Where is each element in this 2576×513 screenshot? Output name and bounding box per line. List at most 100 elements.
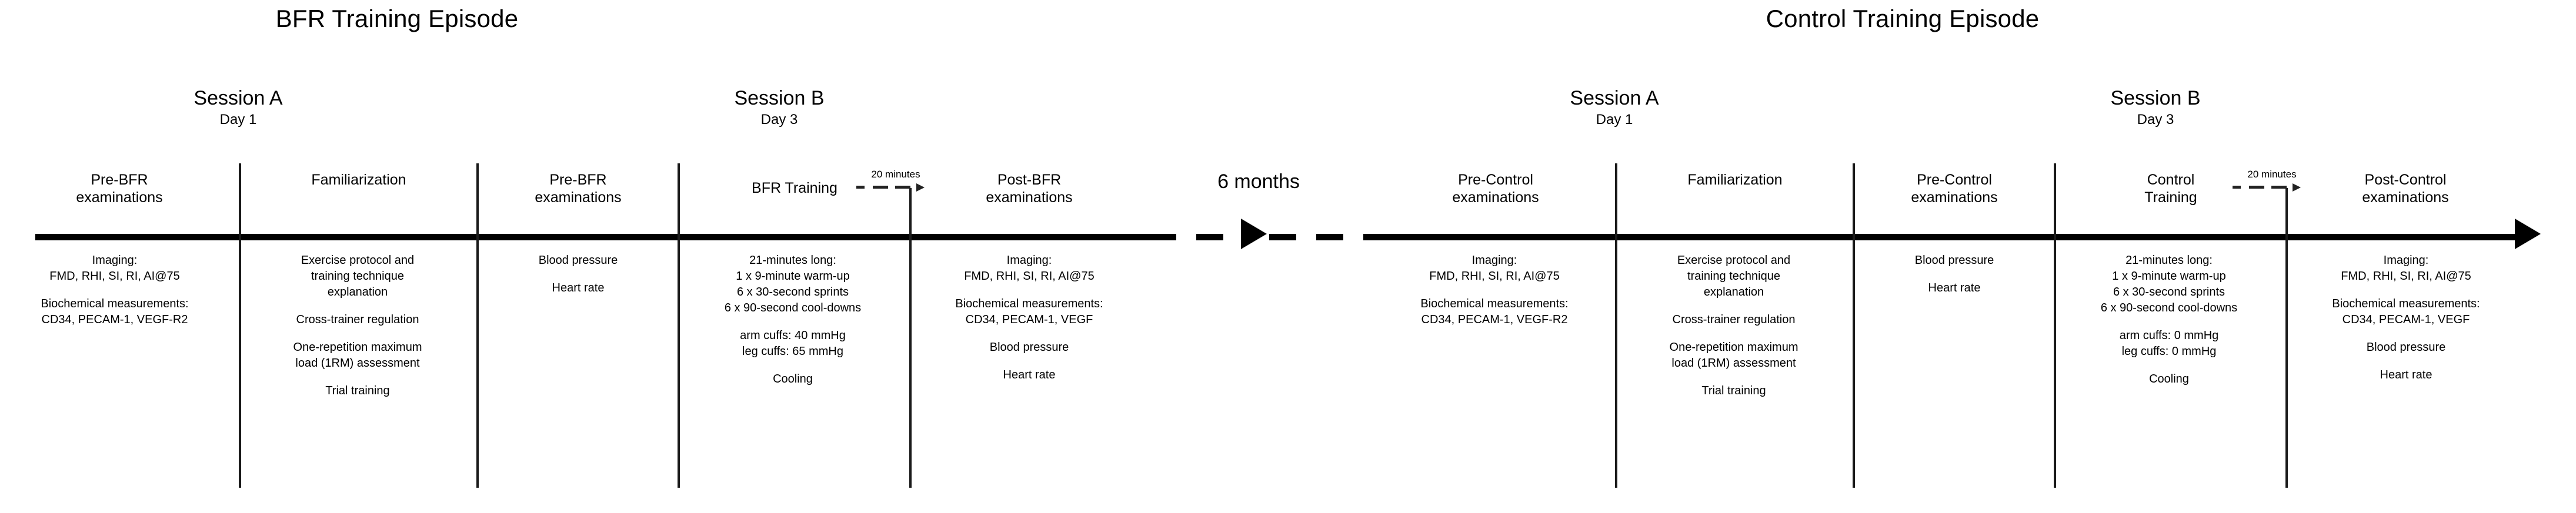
episode-title-control: Control Training Episode: [1766, 5, 2040, 32]
session-heading-bfr-a: Session A Day 1: [0, 88, 476, 128]
body-block: arm cuffs: 40 mmHg leg cuffs: 65 mmHg: [676, 328, 909, 360]
column-body-post-bfr-exam: Imaging: FMD, RHI, SI, RI, AI@75 Biochem…: [909, 253, 1149, 383]
column-divider-5: [1615, 163, 1617, 488]
body-line: Exercise protocol and: [301, 254, 415, 267]
column-body-bfr-familiarization: Exercise protocol and training technique…: [239, 253, 476, 399]
body-block: Blood pressure: [479, 253, 678, 269]
column-divider-2: [476, 163, 479, 488]
title-line: Post-BFR: [997, 172, 1062, 188]
body-block: Imaging: FMD, RHI, SI, RI, AI@75: [1372, 253, 1617, 284]
body-line: Biochemical measurements:: [41, 297, 189, 310]
body-line: load (1RM) assessment: [1671, 357, 1796, 370]
body-block: Imaging: FMD, RHI, SI, RI, AI@75: [909, 253, 1149, 284]
column-divider-3: [678, 163, 680, 488]
body-line: Heart rate: [1003, 368, 1056, 381]
body-line: FMD, RHI, SI, RI, AI@75: [1429, 270, 1560, 283]
body-block: Biochemical measurements: CD34, PECAM-1,…: [909, 296, 1149, 328]
title-line: examinations: [76, 189, 163, 206]
body-line: Trial training: [1701, 384, 1766, 397]
body-line: FMD, RHI, SI, RI, AI@75: [49, 270, 180, 283]
body-line: Trial training: [325, 384, 390, 397]
body-line: Blood pressure: [538, 254, 618, 267]
body-block: Trial training: [1615, 383, 1853, 399]
body-line: leg cuffs: 65 mmHg: [742, 345, 843, 358]
body-line: 6 x 90-second cool-downs: [724, 301, 862, 314]
column-divider-1: [239, 163, 241, 488]
body-line: 1 x 9-minute warm-up: [2112, 270, 2226, 283]
body-line: FMD, RHI, SI, RI, AI@75: [964, 270, 1095, 283]
connector-label: 20 minutes: [871, 169, 920, 180]
session-name: Session B: [734, 87, 825, 109]
column-title-post-control-exam: Post-Control examinations: [2288, 172, 2523, 206]
body-line: Biochemical measurements:: [2332, 297, 2480, 310]
body-line: Blood pressure: [1914, 254, 1994, 267]
title-line: examinations: [2362, 189, 2449, 206]
body-line: 21-minutes long:: [2125, 254, 2213, 267]
session-day: Day 1: [219, 111, 257, 128]
timeline-gap-arrowhead: [1241, 219, 1267, 249]
body-block: Blood pressure: [909, 340, 1149, 356]
title-line: examinations: [1911, 189, 1998, 206]
body-line: One-repetition maximum: [293, 341, 422, 354]
body-block: Imaging: FMD, RHI, SI, RI, AI@75: [0, 253, 239, 284]
gap-label-six-months: 6 months: [1217, 170, 1300, 193]
body-line: Exercise protocol and: [1677, 254, 1791, 267]
body-line: training technique: [311, 270, 404, 283]
body-block: 21-minutes long: 1 x 9-minute warm-up 6 …: [2053, 253, 2285, 316]
body-line: 6 x 90-second cool-downs: [2100, 301, 2238, 314]
column-body-pre-control-exam: Imaging: FMD, RHI, SI, RI, AI@75 Biochem…: [1372, 253, 1617, 328]
body-line: training technique: [1687, 270, 1780, 283]
session-heading-control-a: Session A Day 1: [1376, 88, 1853, 128]
body-line: 1 x 9-minute warm-up: [736, 270, 850, 283]
session-name: Session A: [193, 87, 283, 109]
body-line: Cross-trainer regulation: [1672, 313, 1796, 326]
body-line: arm cuffs: 0 mmHg: [2119, 329, 2219, 342]
body-block: 21-minutes long: 1 x 9-minute warm-up 6 …: [676, 253, 909, 316]
column-body-pre-bfr-exam-day3: Blood pressure Heart rate: [479, 253, 678, 296]
episode-title-bfr: BFR Training Episode: [275, 5, 519, 32]
title-line: BFR Training: [752, 180, 837, 196]
body-block: Blood pressure: [2285, 340, 2527, 356]
body-line: Heart rate: [1928, 281, 1981, 294]
body-block: Biochemical measurements: CD34, PECAM-1,…: [0, 296, 239, 328]
body-line: Imaging:: [1006, 254, 1052, 267]
dashed-arrow-icon: [2222, 183, 2322, 192]
body-line: Imaging:: [92, 254, 138, 267]
body-line: 6 x 30-second sprints: [2113, 286, 2225, 299]
column-body-control-familiarization: Exercise protocol and training technique…: [1615, 253, 1853, 399]
title-line: Control: [2147, 172, 2195, 188]
connector-control-20min: 20 minutes: [2222, 169, 2322, 192]
body-block: Heart rate: [909, 367, 1149, 383]
connector-label: 20 minutes: [2247, 169, 2297, 180]
body-block: Cooling: [676, 371, 909, 387]
column-divider-6: [1853, 163, 1855, 488]
body-block: Cooling: [2053, 371, 2285, 387]
session-day: Day 3: [2137, 111, 2174, 128]
body-line: Blood pressure: [2366, 341, 2446, 354]
column-title-bfr-familiarization: Familiarization: [241, 172, 476, 189]
body-line: Heart rate: [552, 281, 605, 294]
session-name: Session B: [2110, 87, 2201, 109]
body-block: Biochemical measurements: CD34, PECAM-1,…: [1372, 296, 1617, 328]
body-line: Blood pressure: [989, 341, 1069, 354]
timeline-axis-gap-dashes-after-arrow: [1269, 234, 1363, 240]
body-block: Trial training: [239, 383, 476, 399]
body-line: Biochemical measurements:: [955, 297, 1103, 310]
body-line: 6 x 30-second sprints: [736, 286, 849, 299]
title-line: Familiarization: [1687, 172, 1783, 188]
body-block: Biochemical measurements: CD34, PECAM-1,…: [2285, 296, 2527, 328]
timeline-axis-left-segment: [35, 234, 1149, 240]
column-body-bfr-training: 21-minutes long: 1 x 9-minute warm-up 6 …: [676, 253, 909, 387]
body-line: Cross-trainer regulation: [296, 313, 419, 326]
column-body-pre-bfr-exam: Imaging: FMD, RHI, SI, RI, AI@75 Biochem…: [0, 253, 239, 328]
timeline-end-arrowhead: [2515, 219, 2541, 249]
body-line: Imaging:: [1471, 254, 1517, 267]
body-line: CD34, PECAM-1, VEGF: [965, 313, 1093, 326]
body-line: explanation: [1703, 286, 1764, 299]
body-line: explanation: [327, 286, 388, 299]
column-body-post-control-exam: Imaging: FMD, RHI, SI, RI, AI@75 Biochem…: [2285, 253, 2527, 383]
body-line: Heart rate: [2380, 368, 2432, 381]
timeline-axis-right-segment: [1363, 234, 2515, 240]
column-title-pre-bfr-exam-day3: Pre-BFR examinations: [479, 172, 678, 206]
body-block: Cross-trainer regulation: [1615, 312, 1853, 328]
